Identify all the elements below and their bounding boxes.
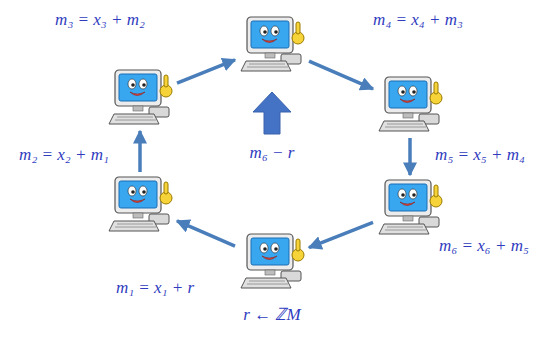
message-arrow	[177, 60, 235, 83]
message-formula: m₃ = x₃ + m₂	[53, 10, 147, 30]
computer-icon	[105, 67, 175, 129]
computer-node	[375, 74, 445, 136]
computer-node	[375, 177, 445, 239]
node-note: r ← ℤM	[243, 305, 300, 325]
computer-icon	[237, 231, 307, 293]
message-arrow	[408, 138, 412, 175]
computer-icon	[105, 174, 175, 236]
computer-node	[237, 14, 307, 76]
computer-node	[105, 174, 175, 236]
result-formula: m₆ − r	[248, 143, 297, 163]
computer-icon	[375, 177, 445, 239]
message-arrow	[309, 61, 373, 89]
computer-node	[105, 67, 175, 129]
message-formula: m₆ = x₆ + m₅	[437, 236, 531, 256]
computer-icon	[237, 14, 307, 76]
message-formula: m₄ = x₄ + m₃	[371, 10, 465, 30]
message-arrow	[177, 221, 235, 246]
computer-node: r ← ℤM	[237, 231, 307, 325]
computer-icon	[375, 74, 445, 136]
message-formula: m₅ = x₅ + m₄	[433, 145, 527, 165]
result-arrow	[253, 92, 291, 134]
message-formula: m₂ = x₂ + m₁	[17, 145, 111, 165]
message-arrow	[138, 131, 142, 172]
message-arrow	[309, 222, 373, 247]
message-formula: m₁ = x₁ + r	[114, 278, 196, 298]
